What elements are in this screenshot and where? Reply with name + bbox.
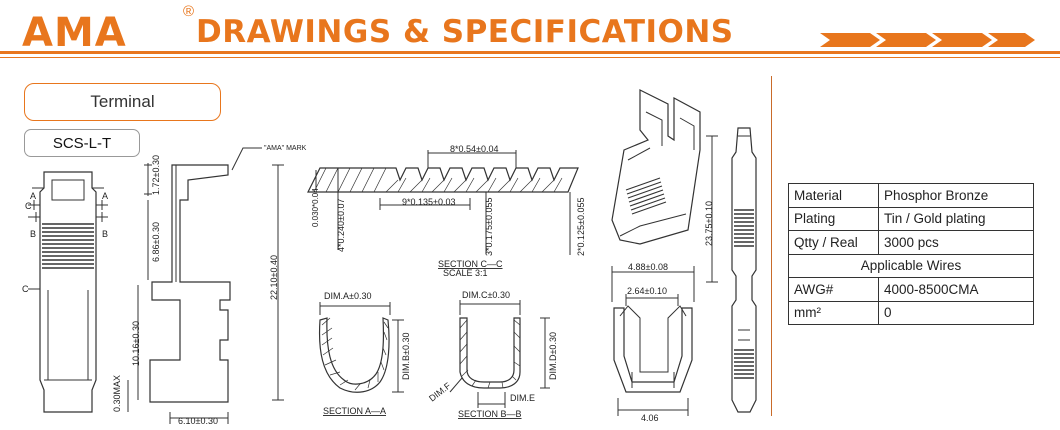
table-row: Applicable Wires (788, 253, 1034, 278)
side-view-a-right: A (102, 191, 108, 201)
spec-value-plating: Tin / Gold plating (878, 206, 1034, 231)
header-rule (0, 51, 1060, 54)
spec-value-material: Phosphor Bronze (878, 183, 1034, 208)
front-view (127, 147, 284, 424)
section-bb-dim-f: DIM.F (427, 380, 453, 403)
end-view (611, 266, 695, 416)
front-dim-4: 10.16±0.30 (131, 321, 141, 366)
table-row: Qtty / Real 3000 pcs (788, 230, 1034, 255)
spec-value-mm: 0 (878, 300, 1034, 325)
brand-logo: AMA (22, 10, 127, 56)
spec-label-qty: Qtty / Real (788, 230, 879, 255)
section-aa-title: SECTION A—A (323, 406, 386, 416)
ama-mark-label: "AMA" MARK (264, 145, 307, 152)
section-cc-dim-2: 0.030*0.04 (311, 188, 320, 227)
model-label: SCS-L-T (24, 129, 140, 157)
front-dim-2: 6.86±0.30 (151, 222, 161, 262)
front-dim-3: 22.10±0.40 (269, 255, 279, 300)
side-view-b-left: B (30, 229, 36, 239)
end-view-dim-1: 4.88±0.08 (628, 262, 668, 272)
long-view-dim-1: 23.75±0.10 (704, 201, 714, 246)
table-row: Material Phosphor Bronze (788, 183, 1034, 208)
section-cc-scale: SCALE 3:1 (443, 268, 488, 278)
table-row: mm² 0 (788, 300, 1034, 325)
section-cc-dim-6: 2*0.125±0.055 (576, 198, 586, 257)
side-view-a-left: A (30, 191, 36, 201)
side-view-c-top: C (25, 201, 32, 211)
section-bb-dim-d: DIM.D±0.30 (548, 332, 558, 380)
spec-label-plating: Plating (788, 206, 879, 231)
section-cc-dim-3: 4*0.240±0.07 (336, 199, 346, 253)
category-label: Terminal (24, 83, 221, 121)
side-view-c-mid: C (22, 284, 29, 294)
section-cc (307, 150, 579, 255)
spec-table: Material Phosphor Bronze Plating Tin / G… (788, 183, 1034, 325)
table-row: Plating Tin / Gold plating (788, 206, 1034, 231)
section-aa-dim-b: DIM.B±0.30 (401, 333, 411, 380)
section-aa-dim-a: DIM.A±0.30 (324, 291, 371, 301)
section-aa (318, 302, 404, 393)
section-cc-dim-4: 9*0.135±0.03 (402, 197, 456, 207)
section-bb-dim-e: DIM.E (510, 393, 535, 403)
section-cc-dim-1: 8*0.54±0.04 (450, 144, 498, 154)
section-cc-title: SECTION C—C (438, 259, 503, 269)
spec-label-mm: mm² (788, 300, 879, 325)
registered-mark: ® (183, 3, 195, 20)
spec-wires-header: Applicable Wires (788, 253, 1034, 278)
section-divider (771, 76, 772, 416)
spec-value-qty: 3000 pcs (878, 230, 1034, 255)
side-view (28, 171, 108, 413)
front-dim-1: 1.72±0.30 (151, 155, 161, 195)
section-cc-dim-5: 3*0.175±0.055 (484, 198, 494, 257)
spec-label-awg: AWG# (788, 277, 879, 302)
spec-label-material: Material (788, 183, 879, 208)
section-bb-title: SECTION B—B (458, 409, 522, 419)
end-view-dim-3: 4.06 (641, 413, 659, 423)
section-bb (449, 300, 550, 408)
spec-value-awg: 4000-8500CMA (878, 277, 1034, 302)
table-row: AWG# 4000-8500CMA (788, 277, 1034, 302)
end-view-dim-2: 2.64±0.10 (627, 286, 667, 296)
chevron-arrows-icon (820, 33, 1035, 47)
front-dim-5: 0.30MAX (112, 375, 122, 412)
section-bb-dim-c: DIM.C±0.30 (462, 290, 510, 300)
side-view-b-right: B (102, 229, 108, 239)
page-header: AMA ® DRAWINGS & SPECIFICATIONS (0, 0, 1060, 60)
page-title: DRAWINGS & SPECIFICATIONS (196, 14, 734, 50)
long-view (706, 127, 757, 413)
header-rule-thin (0, 57, 1060, 58)
isometric-view (611, 89, 701, 245)
front-dim-6: 6.10±0.30 (178, 416, 218, 426)
